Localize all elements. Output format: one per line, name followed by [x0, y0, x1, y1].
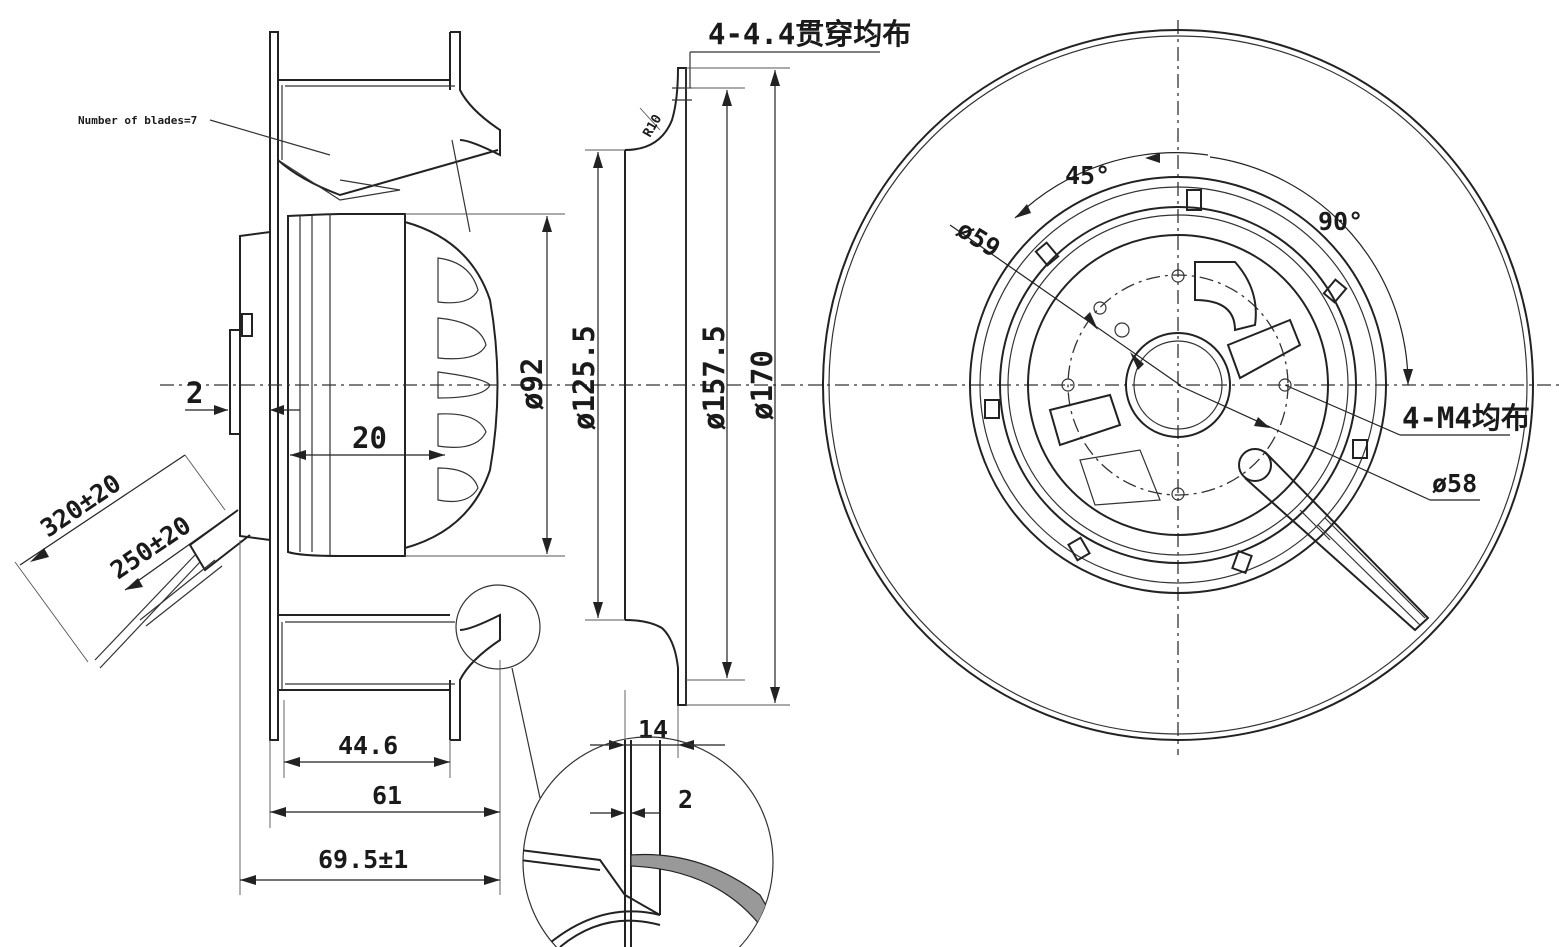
section-view: R10 4-4.4贯穿均布 ø125.5 ø157.5 ø170 14	[522, 17, 911, 947]
hole-note: 4-4.4贯穿均布	[708, 17, 911, 51]
dim-69-5-label: 69.5±1	[318, 845, 408, 874]
dim-20-label: 20	[352, 421, 387, 455]
dim-d59-label: ø59	[952, 214, 1006, 263]
thread-note: 4-M4均布	[1402, 401, 1530, 435]
dim-d58-label: ø58	[1432, 469, 1477, 498]
angle-45-label: 45°	[1065, 161, 1110, 190]
dim-61-label: 61	[372, 781, 402, 810]
dim-d170-label: ø170	[745, 350, 779, 420]
dim-2-label: 2	[186, 376, 203, 410]
cable-250-label: 250±20	[105, 510, 196, 585]
angle-90-label: 90°	[1318, 207, 1363, 236]
dim-44-6-label: 44.6	[338, 731, 398, 760]
cable-320-label: 320±20	[35, 468, 126, 543]
side-view: 2 20 ø92 44.6 61 69.5±1 320±20	[14, 31, 1559, 895]
front-view: 45° 90° ø59 4-M4均布 ø58	[822, 20, 1534, 755]
detail-dim-2-label: 2	[678, 785, 693, 814]
dim-d125-5-label: ø125.5	[567, 325, 601, 430]
dim-14-label: 14	[638, 715, 668, 744]
blade-count-note: Number of blades=7	[78, 114, 197, 127]
dim-d157-5-label: ø157.5	[697, 325, 731, 430]
dim-d92-label: ø92	[515, 358, 549, 410]
